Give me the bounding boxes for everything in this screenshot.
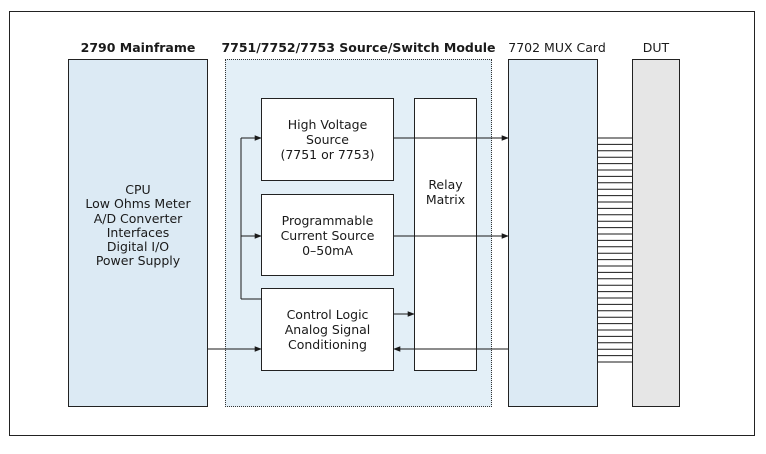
current-source-label: Current Source	[280, 227, 375, 243]
high-voltage-source-box: High Voltage Source (7751 or 7753)	[261, 98, 394, 181]
mainframe-block	[68, 59, 208, 407]
hv-source-label: High Voltage	[287, 117, 368, 132]
control-logic-label: Analog Signal	[284, 322, 371, 337]
hv-source-label: Source	[306, 132, 349, 147]
mainframe-function: A/D Converter	[93, 210, 183, 226]
mainframe-function-list: CPU Low Ohms Meter A/D Converter Interfa…	[68, 182, 208, 269]
module-header: 7751/7752/7753 Source/Switch Module	[221, 40, 496, 55]
control-logic-label: Conditioning	[288, 337, 367, 352]
mux-dut-bus	[598, 137, 632, 363]
current-source-label: Programmable	[281, 212, 374, 228]
mux-header: 7702 MUX Card	[508, 40, 606, 55]
mux-card-block	[508, 59, 598, 407]
relay-matrix-label: Relay	[428, 177, 463, 192]
relay-matrix-label: Matrix	[425, 192, 466, 207]
mainframe-function: Digital I/O	[106, 239, 170, 255]
control-logic-label: Control Logic	[286, 307, 369, 322]
diagram-frame	[9, 11, 755, 436]
dut-block	[632, 59, 680, 407]
mainframe-function: Interfaces	[106, 224, 170, 240]
current-source-box: Programmable Current Source 0–50mA	[261, 194, 394, 276]
current-source-label: 0–50mA	[302, 242, 353, 258]
dut-header: DUT	[642, 40, 670, 55]
mainframe-function: Low Ohms Meter	[85, 196, 191, 212]
hv-source-label: (7751 or 7753)	[280, 147, 375, 162]
mainframe-function: Power Supply	[95, 253, 181, 269]
mainframe-header: 2790 Mainframe	[80, 40, 196, 55]
control-logic-box: Control Logic Analog Signal Conditioning	[261, 288, 394, 371]
mainframe-function: CPU	[125, 182, 151, 197]
relay-matrix-box: Relay Matrix	[414, 98, 477, 371]
